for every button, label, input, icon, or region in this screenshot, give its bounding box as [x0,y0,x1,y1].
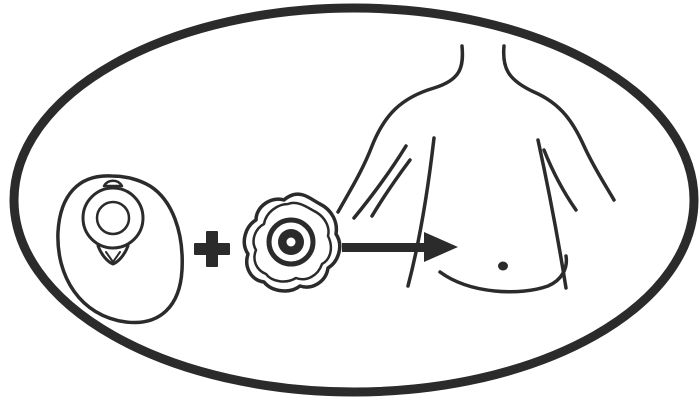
ellipse-frame [14,8,694,392]
barrier-wafer-icon [244,194,339,291]
torso-icon [338,46,614,292]
arrow-right-icon [342,232,458,262]
pouch-icon [58,176,182,323]
stoma-site-marker [498,262,508,271]
plus-icon [194,231,230,267]
